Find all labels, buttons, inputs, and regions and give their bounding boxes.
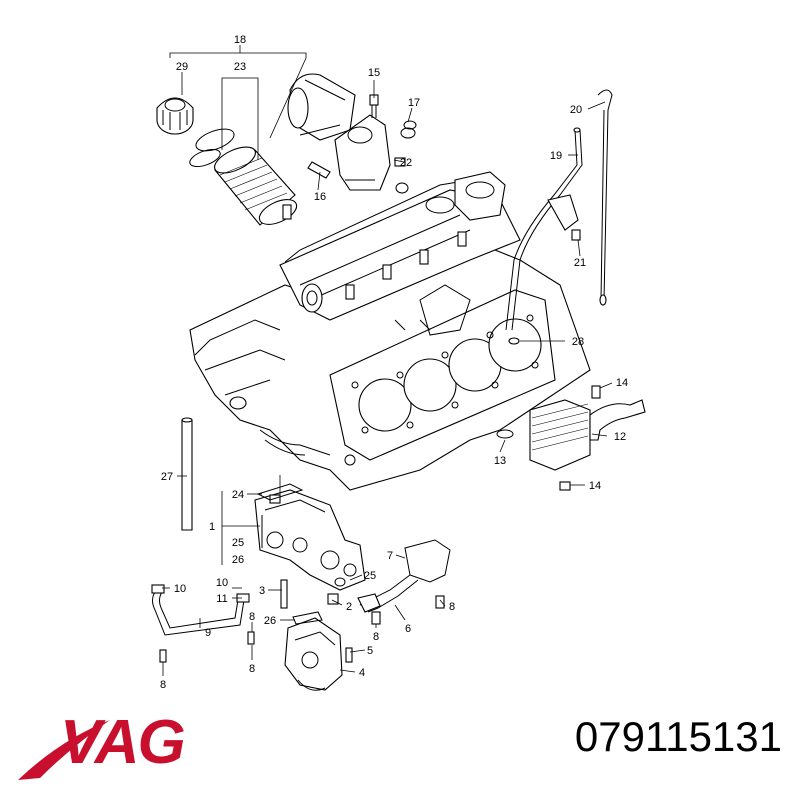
callout-29: 29: [176, 61, 188, 73]
oil-pipe-left: [151, 584, 255, 663]
callout-27: 27: [161, 471, 173, 483]
callout-8-e: 8: [160, 679, 166, 691]
brand-logo: VAG: [60, 708, 186, 777]
oil-cooler: [496, 385, 646, 491]
callout-labels: 18 29 23 15 17 22 16 20 19 21 28 14 12 1…: [160, 34, 628, 691]
pump-bolts: [280, 577, 353, 663]
oil-pipe-right: [357, 539, 451, 625]
engine-block: [189, 171, 591, 491]
callout-23: 23: [234, 61, 246, 73]
callout-4: 4: [359, 667, 365, 679]
o-ring-small: [189, 148, 221, 168]
oil-filter-housing: [287, 73, 391, 191]
callout-15: 15: [368, 67, 380, 79]
callout-8-d: 8: [249, 663, 255, 675]
callout-13: 13: [494, 455, 506, 467]
dipstick: [597, 89, 613, 306]
callout-10-right: 10: [216, 577, 228, 589]
dipstick-tube: [505, 127, 583, 331]
leader-lines: [162, 45, 613, 676]
callout-26-right: 26: [264, 615, 276, 627]
callout-26-left: 26: [232, 554, 244, 566]
callout-24: 24: [232, 489, 244, 501]
callout-2: 2: [346, 601, 352, 613]
callout-10-left: 10: [174, 583, 186, 595]
callout-20: 20: [570, 104, 582, 116]
callout-11: 11: [216, 593, 227, 605]
callout-12: 12: [614, 431, 626, 443]
callout-17: 17: [408, 97, 420, 109]
brand-swoosh: [18, 720, 110, 780]
callout-9: 9: [205, 627, 211, 639]
guide-rod: [181, 417, 193, 531]
callout-16: 16: [314, 191, 326, 203]
callout-1: 1: [209, 521, 215, 533]
callout-28: 28: [572, 336, 584, 348]
callout-21: 21: [574, 257, 586, 269]
filter-bolt: [282, 204, 292, 220]
callout-5: 5: [367, 645, 373, 657]
oil-pump: [254, 489, 366, 591]
part-number: 079115131: [574, 713, 782, 760]
gasket-top: [256, 483, 304, 501]
oil-strainer: [284, 617, 343, 691]
o-ring-large: [195, 128, 235, 152]
oil-filter-cap: [156, 97, 194, 135]
small-fasteners-top: [307, 94, 417, 194]
callout-25-left: 25: [232, 537, 244, 549]
callout-7: 7: [387, 550, 393, 562]
callout-19: 19: [550, 150, 562, 162]
callout-14-top: 14: [616, 377, 628, 389]
callout-18: 18: [234, 34, 246, 46]
callout-22: 22: [400, 157, 412, 169]
callout-8-a: 8: [449, 601, 455, 613]
callout-8-b: 8: [373, 631, 379, 643]
callout-3: 3: [259, 585, 265, 597]
callout-25-right: 25: [364, 570, 376, 582]
callout-8-c: 8: [249, 611, 255, 623]
callout-14-bottom: 14: [589, 480, 601, 492]
callout-6: 6: [405, 623, 411, 635]
